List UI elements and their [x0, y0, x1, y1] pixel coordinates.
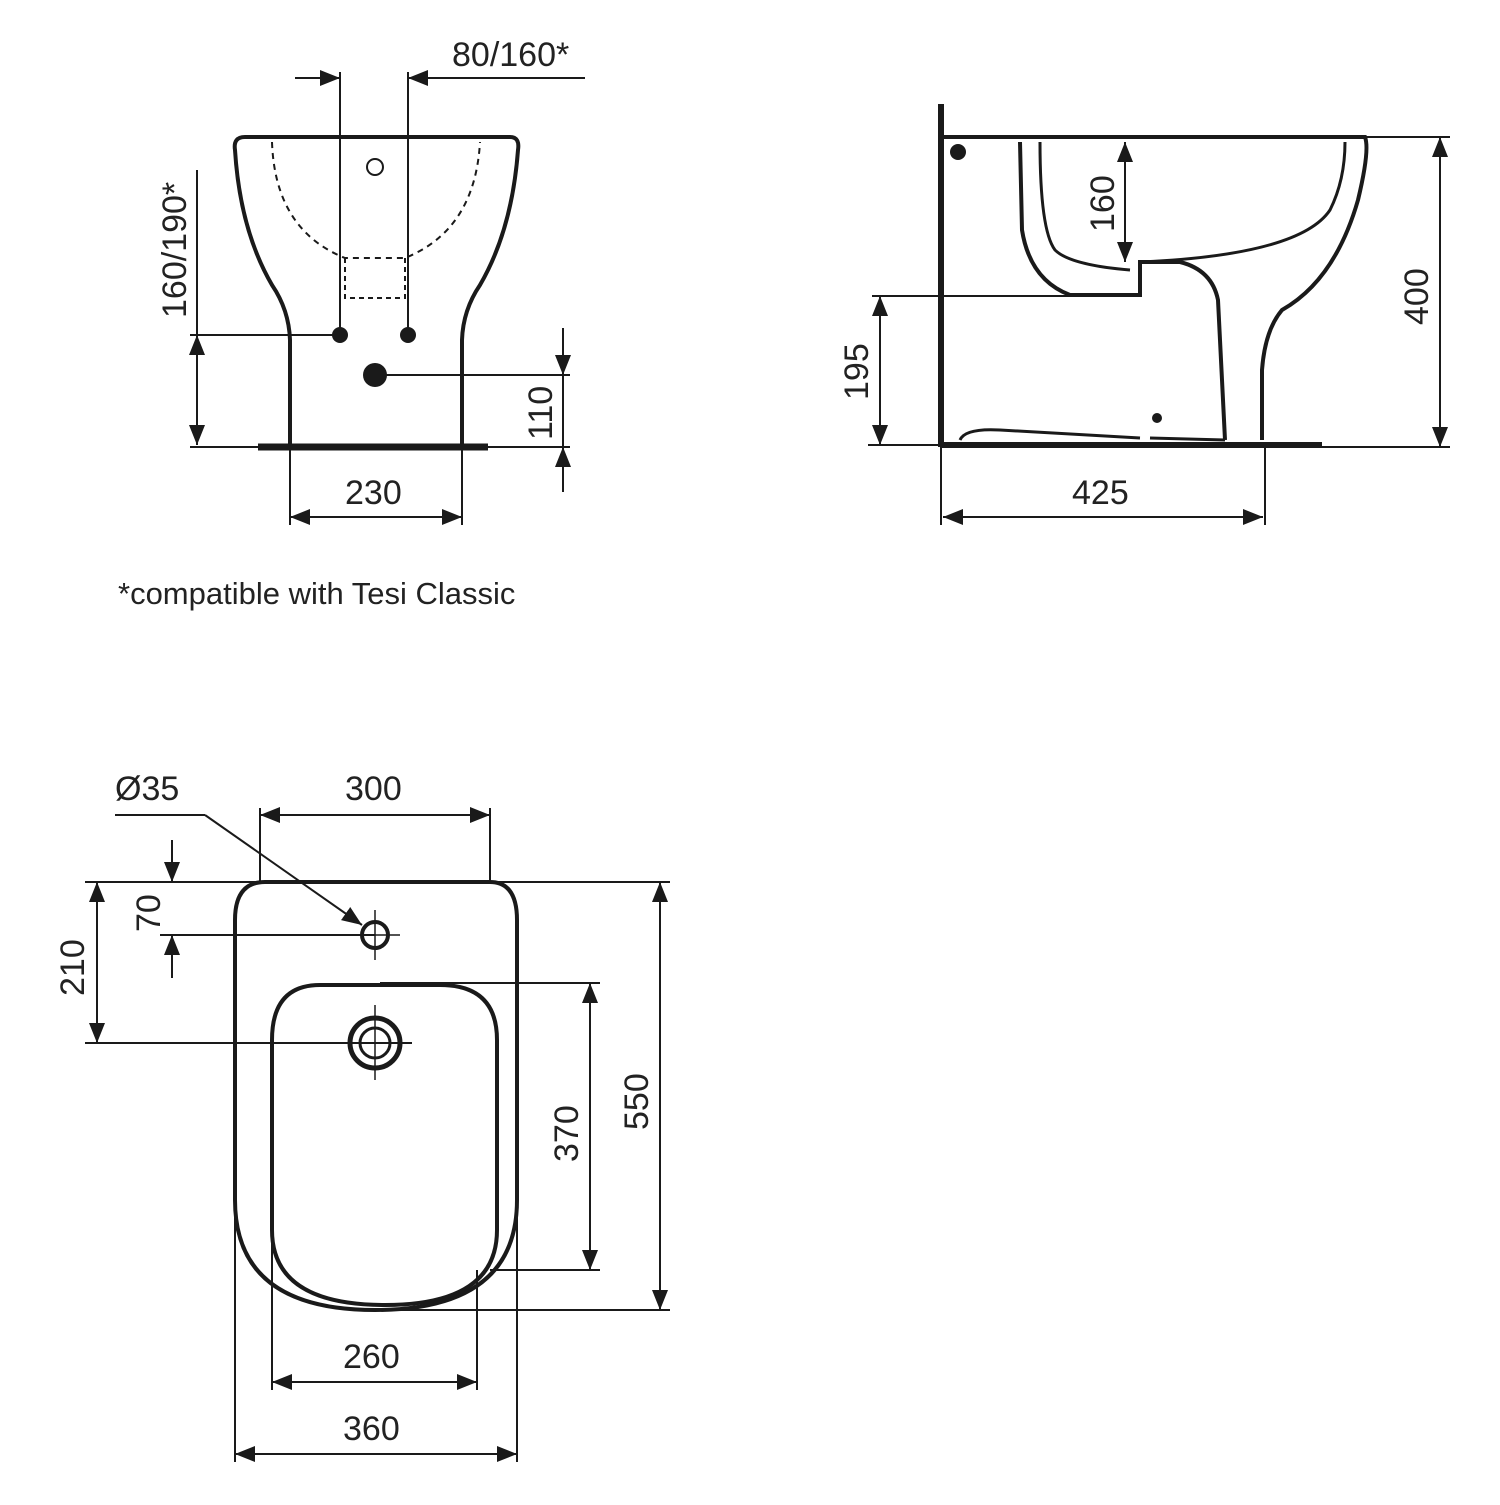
dim-outlet-height: 195	[838, 343, 876, 400]
front-view: 80/160* 160/190* 110 230	[156, 36, 585, 525]
fixing-hole-right	[400, 327, 416, 343]
dim-pedestal-width: 230	[345, 474, 402, 512]
dim-bowl-depth: 160	[1084, 175, 1122, 232]
front-inner-bowl	[271, 141, 481, 259]
dim-rear-to-drain: 210	[54, 939, 92, 996]
side-view: 160 195 400 425	[838, 104, 1450, 525]
dim-bowl-width: 260	[343, 1338, 400, 1376]
dim-total-length: 550	[618, 1073, 656, 1130]
top-outer-outline	[233, 880, 519, 1313]
dim-total-width: 360	[343, 1410, 400, 1448]
dim-rear-to-bowl: 300	[345, 770, 402, 808]
dim-hole-spacing: 80/160*	[452, 36, 569, 74]
front-bowl-outline	[232, 135, 521, 445]
compatibility-note: *compatible with Tesi Classic	[118, 576, 515, 611]
side-bowl-outline	[944, 135, 1369, 441]
dim-bowl-length: 370	[548, 1105, 586, 1162]
front-outlet	[344, 258, 406, 299]
dim-total-height: 400	[1398, 268, 1436, 325]
top-view: Ø35 300 70 210 370 550 260 360	[54, 770, 670, 1462]
dim-tap-hole-diameter: Ø35	[115, 770, 179, 808]
top-bowl-outline	[270, 983, 499, 1308]
front-tap-hole	[366, 158, 384, 176]
dim-drain-height: 110	[522, 386, 560, 440]
dim-hole-height: 160/190*	[156, 182, 194, 318]
side-inner-bowl	[1038, 141, 1347, 272]
dim-projection: 425	[1072, 474, 1129, 512]
dim-rear-to-tap: 70	[130, 894, 168, 932]
side-base	[958, 428, 1226, 442]
